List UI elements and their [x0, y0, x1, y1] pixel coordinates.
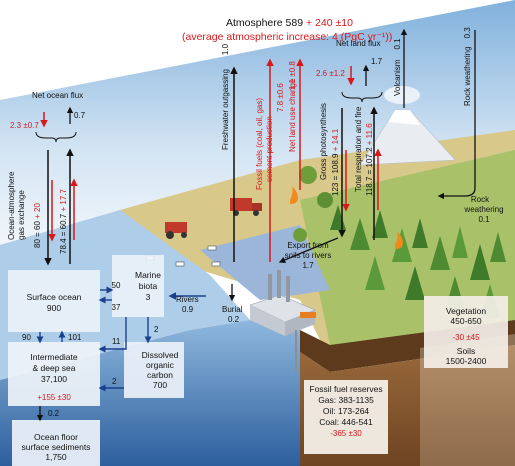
ocean-flux-black: 0.7 [74, 111, 86, 120]
ocean-flux-red: 2.3 ±0.7 [10, 121, 39, 130]
rock-weathering-bend [437, 187, 476, 200]
respiration-label: Total respiration and fire [354, 106, 363, 192]
export-arrow [278, 237, 339, 263]
land-flux-black: 1.7 [371, 57, 383, 66]
land-use-label: Net land use change [288, 78, 297, 152]
reserves-red: -365 ±30 [330, 429, 362, 438]
volcano-icon [359, 86, 456, 166]
land-flux-brace [341, 91, 383, 103]
fire-icon [290, 186, 403, 249]
atmosphere-increase: (average atmospheric increase: 4 (PgC yr… [182, 31, 392, 43]
surface-down-value: 90 [22, 333, 31, 342]
surface-ocean-box [8, 270, 100, 332]
land-use-value: 1.1 ±0.8 [288, 61, 297, 90]
factory-icon [249, 270, 316, 336]
reserves-box [304, 380, 388, 454]
volcanism-label: Volcanism0.1 [393, 38, 402, 96]
flux-arrows [35, 28, 476, 422]
freshwater-label: Freshwater outgassing1.0 [221, 43, 230, 150]
vegetation-box [424, 296, 508, 368]
vegetation-red: -30 ±45 [452, 333, 480, 342]
gas-exchange-down: 80 = 60 + 20 [33, 203, 42, 248]
gas-exchange-label: Ocean-atmospheregas exchange [7, 171, 26, 240]
atmosphere-title: Atmosphere 589 + 240 ±10 [226, 17, 353, 29]
sediment-flux-value: 0.2 [48, 409, 60, 418]
fossil-value: 7.8 ±0.6 [276, 83, 285, 112]
land-flux-red: 2.6 ±1.2 [316, 69, 345, 78]
biota-to-ocean-value: 37 [112, 303, 121, 312]
fossil-label: Fossil fuels (coal, oil, gas)cement prod… [255, 98, 274, 190]
rock-weathering-top-label: Rock weathering0.3 [463, 27, 472, 106]
ocean-flux-brace [35, 131, 77, 143]
biota-to-doc-value: 2 [154, 325, 159, 334]
ocean-flux-label: Net ocean flux [32, 91, 83, 100]
intermediate-red: +155 ±30 [37, 393, 71, 402]
surface-up-value: 101 [68, 333, 82, 342]
doc-to-deep-value: 2 [112, 377, 117, 386]
doc-box [124, 342, 184, 398]
labels: Atmosphere 589 + 240 ±10 (average atmosp… [7, 17, 504, 462]
marine-biota-box [112, 255, 164, 317]
biota-to-deep-value: 11 [112, 337, 121, 346]
ocean-to-biota-value: 50 [112, 281, 121, 290]
biota-to-deep-arrow [98, 317, 127, 353]
sediments-box [12, 420, 100, 466]
gas-exchange-up: 78.4 = 60.7 + 17.7 [59, 188, 68, 254]
photosynthesis-label: Gross photosynthesis [319, 103, 328, 180]
photosynthesis-value: 123 = 108.9 + 14.1 [331, 128, 340, 196]
land-flux-label: Net land flux [336, 39, 380, 48]
respiration-value: 118.7 = 107.2 + 11.6 [365, 123, 374, 196]
intermediate-deep-sea-box [8, 342, 100, 406]
